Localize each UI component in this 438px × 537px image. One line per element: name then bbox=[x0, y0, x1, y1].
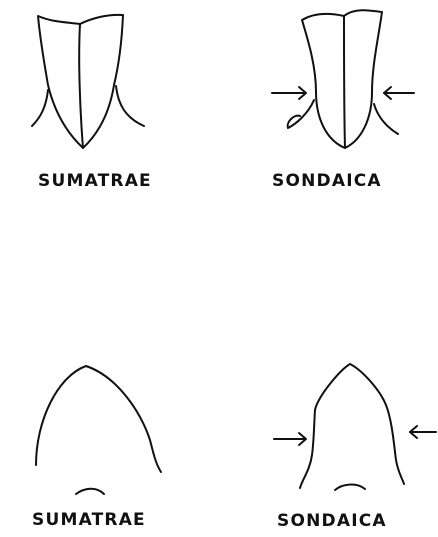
shape-sondaica-bottom bbox=[300, 364, 404, 490]
shape-outline bbox=[302, 10, 382, 148]
shape-left-curl bbox=[288, 100, 314, 128]
shape-sondaica-top bbox=[288, 10, 398, 148]
shape-lower-arc bbox=[335, 485, 365, 490]
shape-outline bbox=[36, 366, 161, 472]
shape-midline bbox=[79, 24, 83, 148]
label-sondaica-top: SONDAICA bbox=[272, 171, 382, 191]
label-sumatrae-bottom: SUMATRAE bbox=[32, 510, 146, 530]
shape-left-curl bbox=[32, 90, 48, 126]
shape-outline bbox=[300, 364, 404, 488]
shape-right-curl bbox=[374, 104, 398, 134]
label-sumatrae-top: SUMATRAE bbox=[38, 171, 152, 191]
shape-midline bbox=[344, 16, 345, 148]
arrow-left-bottom bbox=[274, 433, 306, 445]
shape-lower-arc bbox=[76, 489, 104, 494]
label-sondaica-bottom: SONDAICA bbox=[277, 511, 387, 531]
shape-sumatrae-top bbox=[32, 15, 144, 148]
shape-sumatrae-bottom bbox=[36, 366, 161, 494]
arrow-left-top bbox=[272, 87, 306, 99]
shape-right-curl bbox=[116, 86, 144, 126]
arrow-right-top bbox=[384, 87, 414, 99]
arrow-right-bottom bbox=[410, 426, 436, 438]
